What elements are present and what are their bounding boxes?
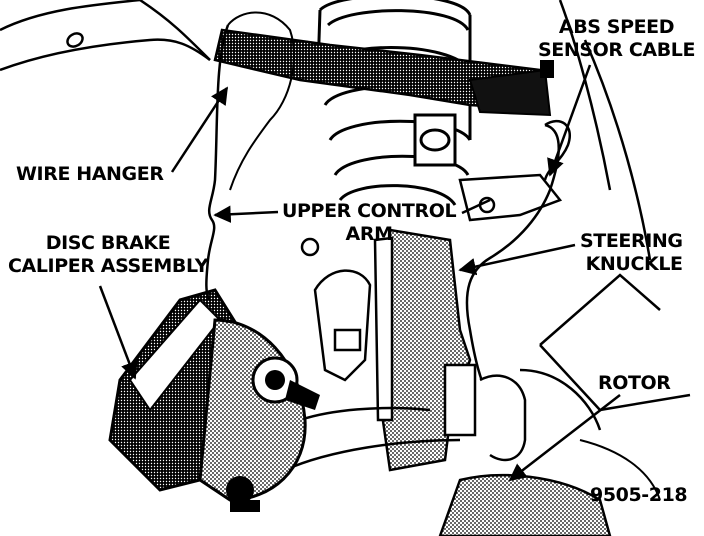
disc-brake-caliper bbox=[108, 288, 320, 512]
leader-rotor bbox=[508, 394, 621, 482]
label-abs-speed-sensor-cable: ABS SPEED SENSOR CABLE bbox=[538, 16, 695, 62]
leader-abs-cable bbox=[547, 64, 592, 177]
leader-caliper bbox=[98, 285, 138, 380]
callout-leaders bbox=[98, 64, 691, 482]
label-abs-line-2: SENSOR CABLE bbox=[538, 39, 696, 61]
label-knuckle-line-1: STEERING bbox=[580, 230, 683, 252]
wire-hanger bbox=[205, 24, 230, 301]
label-disc-brake-caliper-assembly: DISC BRAKE CALIPER ASSEMBLY bbox=[8, 232, 208, 278]
label-steering-knuckle: STEERING KNUCKLE bbox=[580, 230, 683, 276]
caliper-bracket bbox=[284, 269, 461, 472]
coil-spring bbox=[316, 0, 472, 206]
leader-upper-control-arm bbox=[213, 205, 279, 223]
rotor bbox=[438, 368, 661, 536]
figure-number: 9505-218 bbox=[590, 484, 688, 506]
upper-control-arm bbox=[213, 28, 563, 222]
label-caliper-line-2: CALIPER ASSEMBLY bbox=[8, 255, 209, 277]
label-knuckle-line-2: KNUCKLE bbox=[585, 253, 683, 275]
label-wire-hanger: WIRE HANGER bbox=[16, 163, 164, 185]
label-uca-line-2: ARM bbox=[345, 223, 393, 245]
label-upper-control-arm: UPPER CONTROL ARM bbox=[282, 200, 457, 246]
label-abs-line-1: ABS SPEED bbox=[558, 16, 675, 38]
steering-knuckle-body bbox=[300, 228, 477, 472]
label-rotor: ROTOR bbox=[598, 372, 671, 394]
leader-steering-knuckle bbox=[458, 243, 576, 276]
fender-panel bbox=[0, 0, 652, 261]
label-uca-line-1: UPPER CONTROL bbox=[282, 200, 457, 222]
leader-wire-hanger bbox=[170, 86, 229, 173]
label-caliper-line-1: DISC BRAKE bbox=[45, 232, 171, 254]
